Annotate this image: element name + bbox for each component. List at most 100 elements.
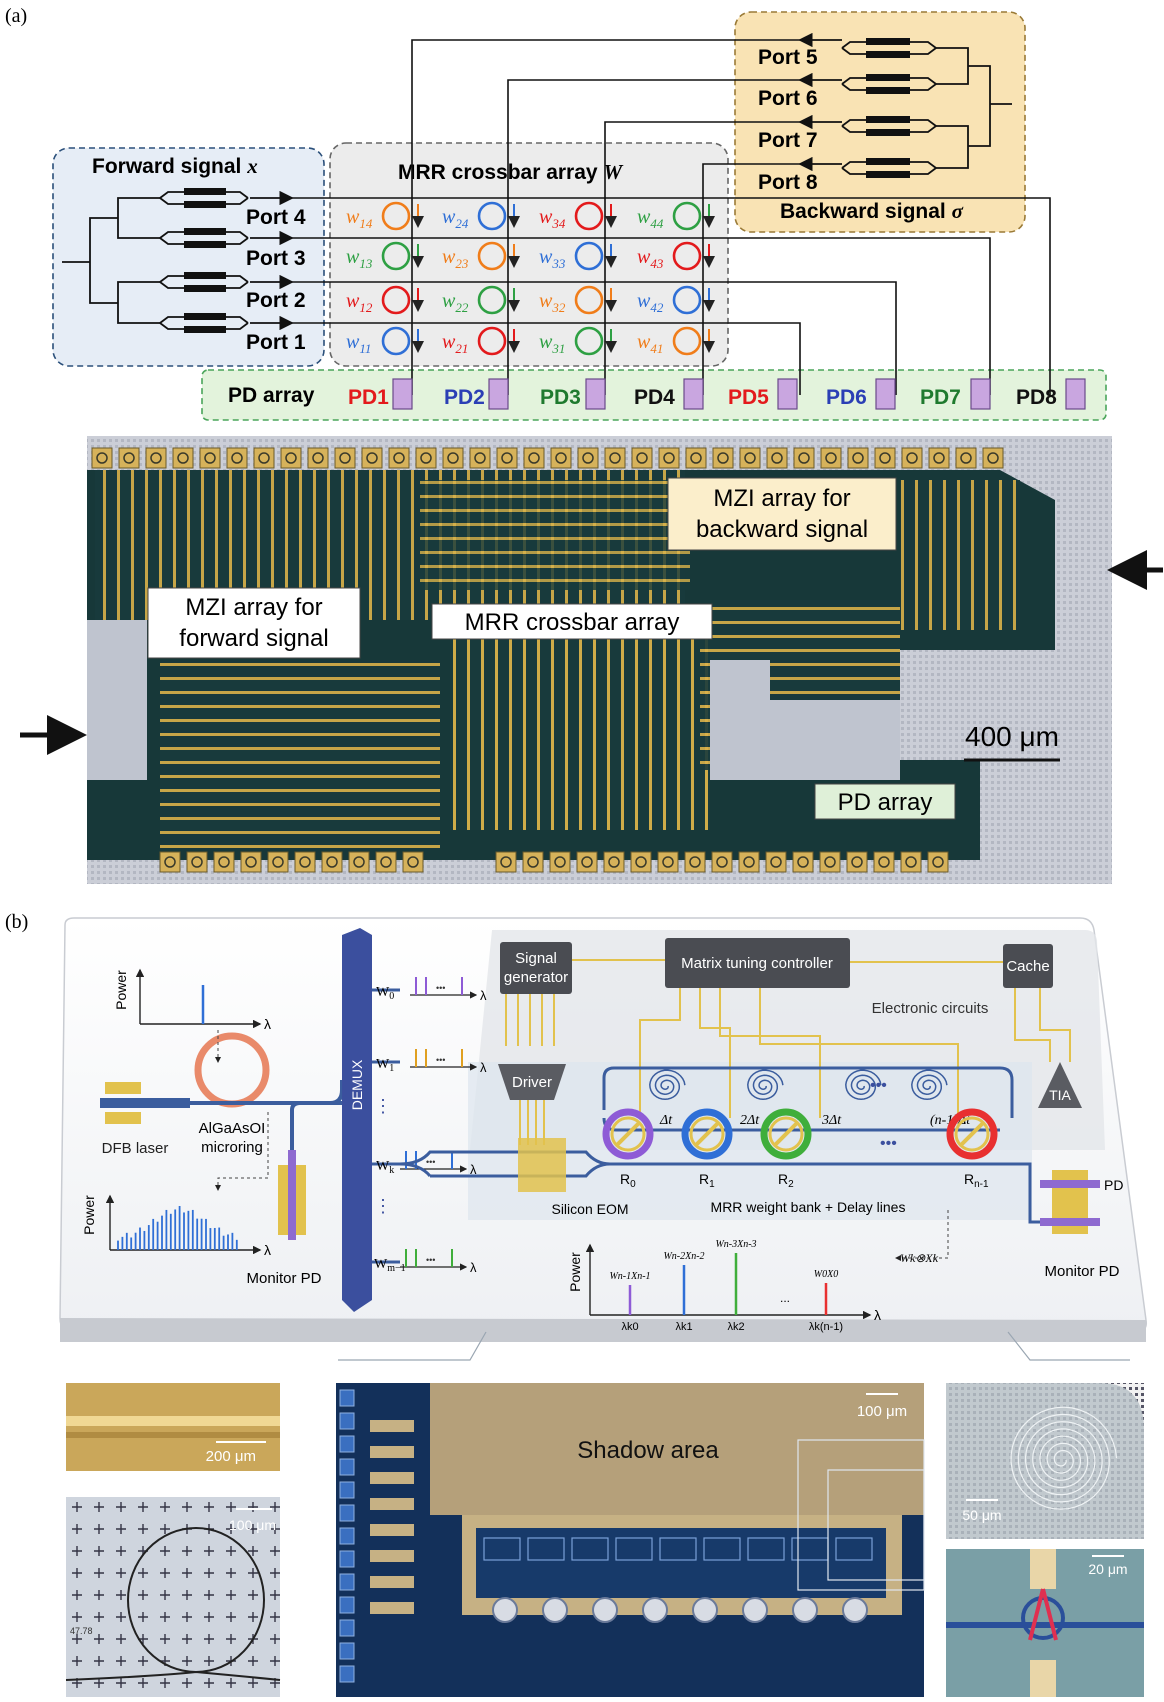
- dfb-pad-bottom: [105, 1112, 141, 1124]
- bond-pad-top: [821, 448, 841, 468]
- bond-pad-top: [659, 448, 679, 468]
- bond-pads-bottom: [160, 852, 948, 872]
- bond-pad-bottom: [739, 852, 759, 872]
- pd-square-8: [1066, 379, 1085, 409]
- bond-pad-bottom: [631, 852, 651, 872]
- electronic-circuits-label: Electronic circuits: [872, 1000, 989, 1017]
- pd-label-2: PD2: [444, 386, 485, 409]
- bond-pad-top: [578, 448, 598, 468]
- bond-pad-bottom: [403, 852, 423, 872]
- scale-50um: 50 μm: [962, 1507, 1001, 1523]
- bond-pad-top: [335, 448, 355, 468]
- bond-pad-top: [362, 448, 382, 468]
- power-axis-label-1: Power: [113, 970, 129, 1010]
- delay-label-1: 2Δt: [740, 1113, 760, 1128]
- chip-pad: [340, 1459, 354, 1475]
- dfb-laser-label: DFB laser: [102, 1140, 169, 1157]
- chip-ring: [793, 1598, 817, 1622]
- bond-pad-top: [146, 448, 166, 468]
- bond-pad-bottom: [268, 852, 288, 872]
- label-mzi-forward-1: MZI array for: [185, 594, 322, 621]
- bond-pad-bottom: [214, 852, 234, 872]
- bond-pad-top: [605, 448, 625, 468]
- bond-pad-bottom: [658, 852, 678, 872]
- microring-label-1: AlGaAsOI: [199, 1120, 266, 1137]
- chip-pad-wire: [370, 1472, 414, 1484]
- output-ellipsis: ...: [780, 1291, 790, 1305]
- monitor-pd-right-label: Monitor PD: [1044, 1263, 1119, 1280]
- bond-pad-top: [497, 448, 517, 468]
- scale-400um: 400 μm: [965, 721, 1059, 752]
- bond-pad-bottom: [901, 852, 921, 872]
- port-5-label: Port 5: [758, 46, 818, 69]
- bond-pad-bottom: [187, 852, 207, 872]
- port-2-label: Port 2: [246, 289, 306, 312]
- label-mzi-forward-2: forward signal: [179, 625, 328, 652]
- bond-pad-bottom: [550, 852, 570, 872]
- bond-pad-bottom: [577, 852, 597, 872]
- bond-pad-bottom: [496, 852, 516, 872]
- demux-bar: [342, 928, 372, 1312]
- microring-label-2: microring: [201, 1139, 263, 1156]
- chip-pad: [340, 1643, 354, 1659]
- bond-pad-top: [524, 448, 544, 468]
- spectrum-dots: •••: [426, 1157, 435, 1167]
- pd-label-1: PD1: [348, 386, 389, 409]
- bond-pad-bottom: [820, 852, 840, 872]
- bond-pad-top: [713, 448, 733, 468]
- bond-pad-top: [389, 448, 409, 468]
- bond-pad-top: [470, 448, 490, 468]
- bond-pad-top: [848, 448, 868, 468]
- board-edge: [60, 1318, 1146, 1342]
- bond-pad-bottom: [928, 852, 948, 872]
- pd-square-1: [393, 379, 412, 409]
- weight-bank-label: MRR weight bank + Delay lines: [711, 1199, 906, 1215]
- bond-pad-top: [416, 448, 436, 468]
- port-3-label: Port 3: [246, 247, 306, 270]
- signal-generator-label-1: Signal: [515, 950, 557, 967]
- chip-pad: [340, 1551, 354, 1567]
- shadow-area-label: Shadow area: [577, 1437, 719, 1464]
- crossbar-title: MRR crossbar array W: [398, 160, 623, 184]
- monitor-pd-right: [1040, 1218, 1100, 1226]
- bond-pad-bottom: [160, 852, 180, 872]
- matrix-controller-label: Matrix tuning controller: [681, 955, 833, 972]
- bond-pad-top: [956, 448, 976, 468]
- photo-waveguide-stripe-2: [66, 1432, 280, 1438]
- dfb-pad-top: [105, 1082, 141, 1094]
- bond-pad-top: [308, 448, 328, 468]
- bond-pad-bottom: [712, 852, 732, 872]
- label-mzi-backward-2: backward signal: [696, 516, 868, 543]
- forward-title: Forward signal x: [92, 154, 258, 178]
- monitor-pd-left: [288, 1150, 296, 1240]
- port-4-label: Port 4: [246, 206, 306, 229]
- label-mzi-backward-1: MZI array for: [713, 485, 850, 512]
- bond-pad-bottom: [847, 852, 867, 872]
- chip-pad-wire: [370, 1446, 414, 1458]
- chip-pad: [340, 1482, 354, 1498]
- bond-pad-top: [740, 448, 760, 468]
- chip-ring: [493, 1598, 517, 1622]
- bond-pad-top: [929, 448, 949, 468]
- output-peak-lambda: λk2: [727, 1321, 744, 1333]
- chip-pad-wire: [370, 1420, 414, 1432]
- spectrum-dots: •••: [436, 983, 445, 993]
- bond-pad-top: [902, 448, 922, 468]
- output-peak-lambda: λk1: [675, 1321, 692, 1333]
- spectrum-dots: •••: [426, 1255, 435, 1265]
- power-axis-label-2: Power: [81, 1195, 97, 1235]
- bond-pad-bottom: [376, 852, 396, 872]
- port-1-label: Port 1: [246, 331, 306, 354]
- scale-200um: 200 μm: [206, 1448, 256, 1465]
- bond-pad-bottom: [766, 852, 786, 872]
- pd-label-3: PD3: [540, 386, 581, 409]
- pd-right: [1040, 1180, 1100, 1188]
- lambda-axis-label-2: λ: [264, 1242, 271, 1258]
- tia-label: TIA: [1049, 1087, 1071, 1103]
- bond-pad-top: [794, 448, 814, 468]
- pd-label-8: PD8: [1016, 386, 1057, 409]
- chip-ring: [543, 1598, 567, 1622]
- power-axis-label-3: Power: [567, 1252, 583, 1292]
- bond-pad-bottom: [322, 852, 342, 872]
